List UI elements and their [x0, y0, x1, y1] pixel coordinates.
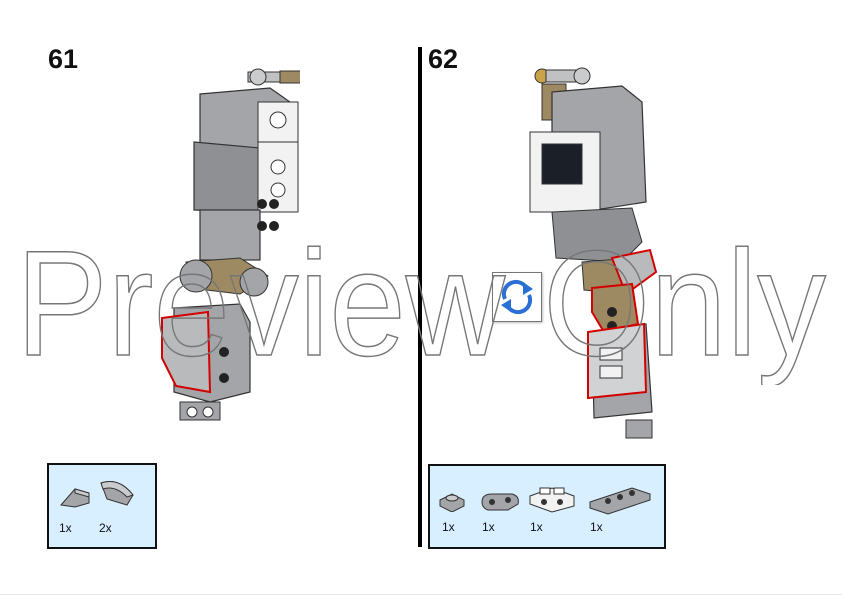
plate-1x3-icon [589, 487, 651, 515]
step-number-61: 61 [48, 44, 79, 74]
page-bottom-rule [0, 594, 842, 595]
part-qty: 1x [442, 520, 455, 534]
parts-list-step-61: 1x 2x [47, 463, 157, 549]
part-qty: 2x [99, 521, 112, 535]
step-number-62: 62 [428, 44, 459, 74]
part-qty: 1x [59, 521, 72, 535]
bracket-1x2-icon [529, 487, 575, 513]
curved-slope-2x1-icon [60, 488, 90, 508]
rotate-arrows-icon [501, 279, 533, 315]
step-61-model-illustration [161, 68, 300, 421]
part-qty: 1x [530, 520, 543, 534]
part-qty: 1x [482, 520, 495, 534]
rotate-model-icon [492, 272, 542, 322]
step-62-model-illustration [529, 67, 658, 439]
step-divider [418, 47, 422, 547]
parts-list-step-62: 1x 1x 1x 1x [428, 464, 666, 549]
curved-slope-2x1-icon [100, 481, 134, 506]
plate-rounded-1x2-icon [481, 493, 519, 511]
plate-1x1-icon [439, 493, 465, 512]
part-qty: 1x [590, 520, 603, 534]
